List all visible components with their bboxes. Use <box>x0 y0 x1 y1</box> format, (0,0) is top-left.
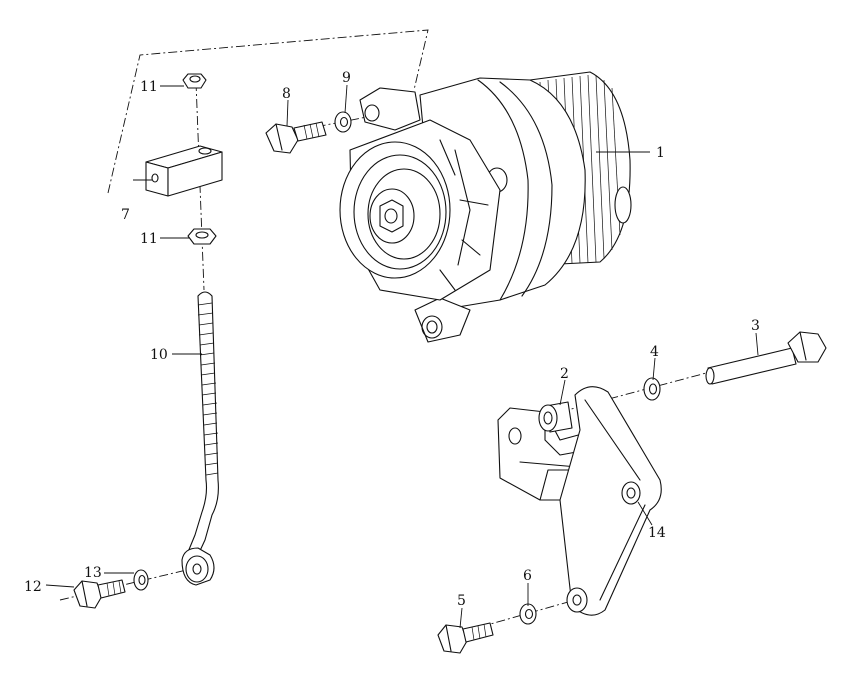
callout-9: 9 <box>342 70 351 86</box>
bolt-12 <box>73 579 126 609</box>
callout-11-bottom: 11 <box>140 231 158 247</box>
callout-5: 5 <box>457 593 466 609</box>
alternator <box>339 71 632 343</box>
callout-7: 7 <box>121 207 130 223</box>
callout-12: 12 <box>24 579 42 595</box>
callout-11-top: 11 <box>140 79 158 95</box>
callout-2: 2 <box>560 366 569 382</box>
assembly-outline <box>107 29 429 194</box>
callout-13: 13 <box>84 565 102 581</box>
callout-10: 10 <box>150 347 168 363</box>
bolt-5 <box>437 622 494 654</box>
bracket-14 <box>497 386 662 616</box>
washer-6 <box>519 603 537 625</box>
washer-4 <box>643 377 661 401</box>
washer-9 <box>334 111 352 133</box>
callout-3: 3 <box>751 318 760 334</box>
callout-labels: 1 2 3 4 5 6 7 8 9 10 11 11 12 13 14 <box>24 70 760 609</box>
callout-14: 14 <box>648 525 666 541</box>
leader-lines <box>45 84 759 629</box>
callout-6: 6 <box>523 568 532 584</box>
bushing-2 <box>538 401 573 433</box>
washer-13 <box>133 569 149 591</box>
callout-4: 4 <box>650 344 659 360</box>
nut-11-bottom <box>187 228 217 245</box>
bolt-8 <box>265 121 327 154</box>
adjuster-block-7 <box>145 145 223 197</box>
bolt-3 <box>705 331 827 385</box>
callout-8: 8 <box>282 86 291 102</box>
nut-11-top <box>182 73 207 89</box>
adjusting-rod-10 <box>181 291 219 586</box>
callout-1: 1 <box>656 145 665 161</box>
